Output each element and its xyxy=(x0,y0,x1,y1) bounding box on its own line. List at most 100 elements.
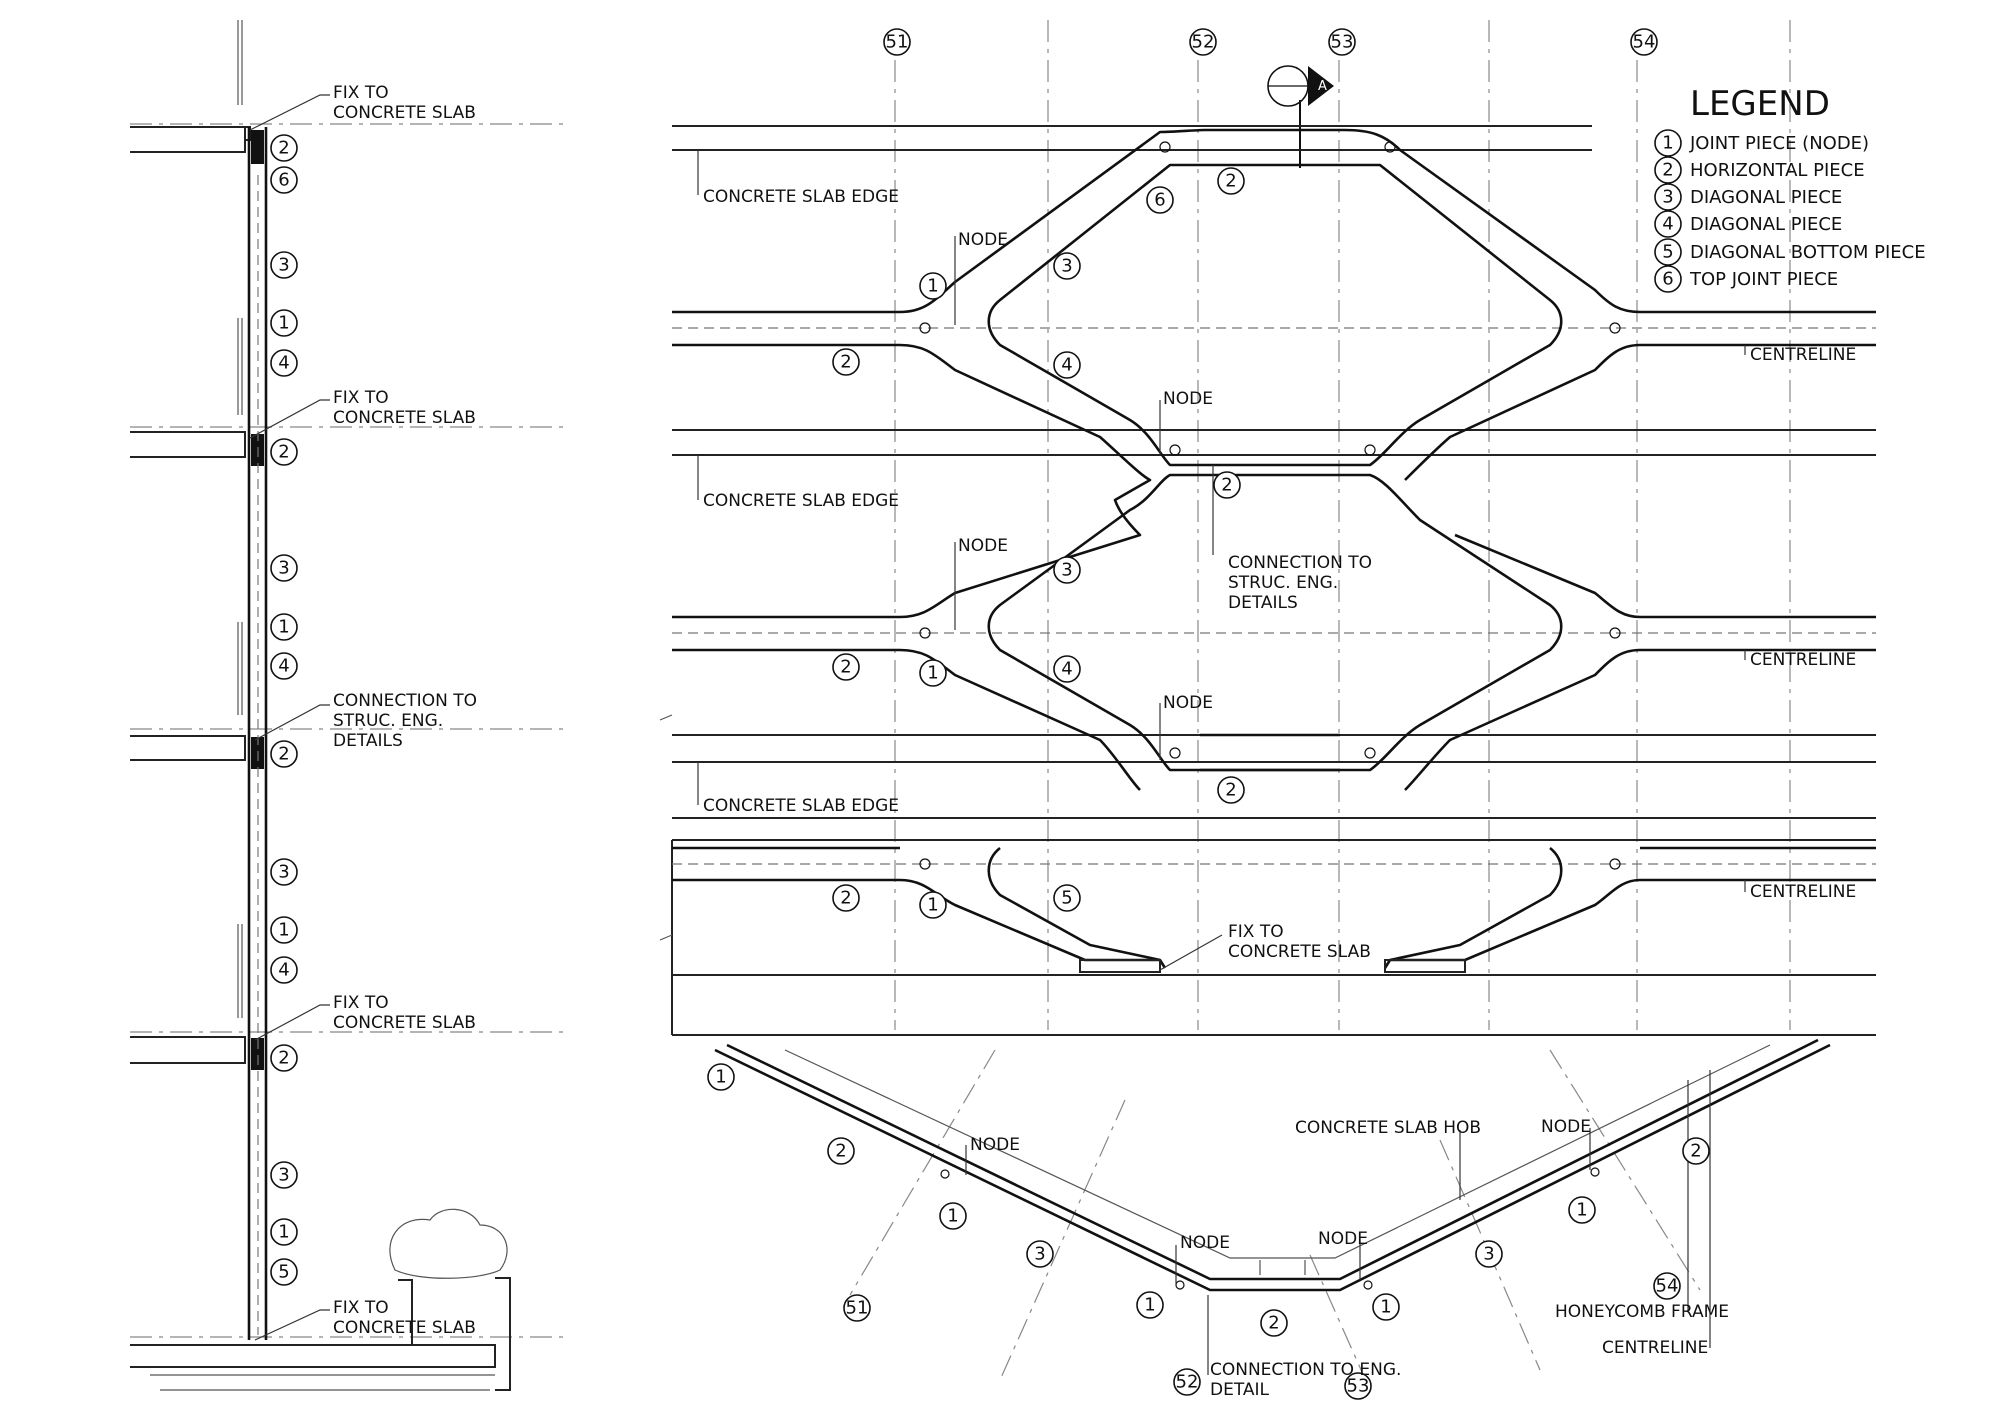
section-view: FIX TO CONCRETE SLAB FIX TO CONCRETE SLA… xyxy=(130,20,570,1391)
elevation-view: 51 52 53 54 A xyxy=(659,20,1876,1036)
note-struc-eng: STRUC. ENG. xyxy=(1228,573,1338,593)
note-connection-to: CONNECTION TO xyxy=(333,691,477,711)
elevation-tag: 3 xyxy=(1053,252,1081,280)
plan-view: 51 52 53 54 NODE NODE NODE NODE CONCRETE… xyxy=(707,1038,1831,1400)
plan-tag: 3 xyxy=(1475,1240,1503,1268)
section-tag: 2 xyxy=(270,438,298,466)
svg-text:2: 2 xyxy=(840,352,851,373)
grid-bubble-52: 52 xyxy=(1189,28,1217,56)
svg-text:6: 6 xyxy=(1154,190,1165,211)
svg-text:53: 53 xyxy=(1347,1376,1370,1397)
legend-item-label: DIAGONAL PIECE xyxy=(1690,187,1842,208)
note-slab-edge: CONCRETE SLAB EDGE xyxy=(703,796,899,816)
note-node: NODE xyxy=(1163,389,1213,409)
section-marker: A xyxy=(1267,65,1334,168)
section-tag: 4 xyxy=(270,652,298,680)
svg-text:3: 3 xyxy=(278,255,289,276)
grid-bubble-53: 53 xyxy=(1328,28,1356,56)
plan-tag: 1 xyxy=(707,1063,735,1091)
section-tag: 1 xyxy=(270,613,298,641)
svg-text:2: 2 xyxy=(1690,1141,1701,1162)
svg-text:A: A xyxy=(1318,79,1327,94)
note-node: NODE xyxy=(958,230,1008,250)
elevation-tag: 2 xyxy=(832,348,860,376)
elevation-tag: 4 xyxy=(1053,655,1081,683)
svg-text:4: 4 xyxy=(278,656,289,677)
svg-text:51: 51 xyxy=(846,1298,869,1319)
grid-bubble-51: 51 xyxy=(883,28,911,56)
elevation-tag: 5 xyxy=(1053,884,1081,912)
legend-item-label: JOINT PIECE (NODE) xyxy=(1689,133,1869,154)
note-concrete-slab: CONCRETE SLAB xyxy=(333,1013,476,1033)
legend: LEGEND 1 JOINT PIECE (NODE) 2 HORIZONTAL… xyxy=(1654,84,1926,293)
note-connection-to: CONNECTION TO xyxy=(1228,553,1372,573)
svg-text:6: 6 xyxy=(278,170,289,191)
section-tag: 3 xyxy=(270,251,298,279)
svg-text:1: 1 xyxy=(1380,1297,1391,1318)
plan-tag: 2 xyxy=(1260,1309,1288,1337)
grid-bubble-54: 54 xyxy=(1653,1272,1681,1300)
note-centreline: CENTRELINE xyxy=(1750,650,1856,670)
svg-text:54: 54 xyxy=(1633,32,1656,53)
plan-tag: 2 xyxy=(1682,1137,1710,1165)
svg-text:2: 2 xyxy=(1268,1313,1279,1334)
legend-item: 3 xyxy=(1654,183,1682,211)
svg-text:4: 4 xyxy=(278,960,289,981)
svg-text:1: 1 xyxy=(715,1067,726,1088)
elevation-tag: 2 xyxy=(1217,776,1245,804)
legend-item-label: TOP JOINT PIECE xyxy=(1689,269,1838,290)
plan-tag: 1 xyxy=(939,1202,967,1230)
elevation-tag: 2 xyxy=(1213,471,1241,499)
svg-text:51: 51 xyxy=(886,32,909,53)
section-slab xyxy=(130,126,251,1064)
note-node: NODE xyxy=(958,536,1008,556)
note-node: NODE xyxy=(970,1135,1020,1155)
section-tag: 4 xyxy=(270,956,298,984)
note-fix-to: FIX TO xyxy=(333,993,389,1013)
section-tag: 4 xyxy=(270,349,298,377)
svg-text:2: 2 xyxy=(835,1141,846,1162)
note-slab-edge: CONCRETE SLAB EDGE xyxy=(703,187,899,207)
svg-text:1: 1 xyxy=(278,313,289,334)
grid-bubble-53: 53 xyxy=(1344,1372,1372,1400)
legend-title: LEGEND xyxy=(1690,84,1830,124)
section-tag: 2 xyxy=(270,740,298,768)
svg-text:3: 3 xyxy=(278,1165,289,1186)
elevation-tag: 1 xyxy=(919,272,947,300)
svg-text:52: 52 xyxy=(1176,1372,1199,1393)
svg-text:1: 1 xyxy=(1576,1200,1587,1221)
svg-text:3: 3 xyxy=(278,558,289,579)
svg-text:54: 54 xyxy=(1656,1276,1679,1297)
svg-text:4: 4 xyxy=(278,353,289,374)
svg-text:3: 3 xyxy=(1662,187,1673,208)
note-node: NODE xyxy=(1180,1233,1230,1253)
legend-item-label: DIAGONAL BOTTOM PIECE xyxy=(1690,242,1926,263)
svg-text:3: 3 xyxy=(1061,560,1072,581)
plan-tag: 3 xyxy=(1026,1240,1054,1268)
note-centreline: CENTRELINE xyxy=(1750,345,1856,365)
note-fix-to: FIX TO xyxy=(333,83,389,103)
plan-tag: 1 xyxy=(1372,1293,1400,1321)
elevation-tag: 4 xyxy=(1053,351,1081,379)
plan-tag: 1 xyxy=(1568,1196,1596,1224)
elevation-tag: 1 xyxy=(919,891,947,919)
svg-text:1: 1 xyxy=(927,276,938,297)
svg-text:1: 1 xyxy=(927,663,938,684)
section-tag: 6 xyxy=(270,166,298,194)
section-tag: 1 xyxy=(270,309,298,337)
svg-text:2: 2 xyxy=(1221,475,1232,496)
honeycomb-frame xyxy=(899,128,1641,973)
note-slab-edge: CONCRETE SLAB EDGE xyxy=(703,491,899,511)
note-detail: DETAIL xyxy=(1210,1380,1270,1400)
note-centreline: CENTRELINE xyxy=(1602,1338,1708,1358)
svg-text:1: 1 xyxy=(927,895,938,916)
svg-text:4: 4 xyxy=(1061,355,1072,376)
grid-bubble-51: 51 xyxy=(843,1294,871,1322)
note-centreline: CENTRELINE xyxy=(1750,882,1856,902)
note-details: DETAILS xyxy=(333,731,403,751)
elevation-tag: 2 xyxy=(1217,167,1245,195)
section-tag: 3 xyxy=(270,554,298,582)
elevation-tag: 2 xyxy=(832,653,860,681)
section-tag: 3 xyxy=(270,858,298,886)
slab-edges xyxy=(659,125,1876,1036)
